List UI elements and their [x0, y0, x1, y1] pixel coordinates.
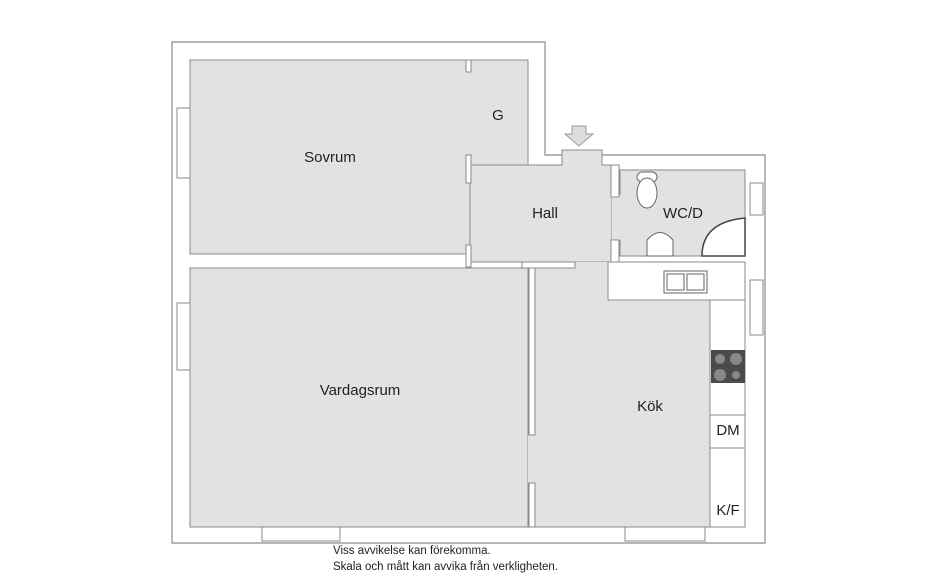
- label-fridge: K/F: [716, 502, 739, 519]
- window: [176, 107, 191, 179]
- wall-wc: [610, 164, 620, 198]
- label-dishwasher: DM: [716, 422, 739, 439]
- room-vardagsrum: [189, 267, 529, 528]
- label-hall: Hall: [532, 205, 558, 222]
- label-vardagsrum: Vardagsrum: [320, 382, 401, 399]
- shower-icon: [701, 217, 746, 257]
- sink-icon: [663, 270, 708, 294]
- label-sovrum: Sovrum: [304, 149, 356, 166]
- wall-kitchen-living-lower: [528, 482, 536, 528]
- window: [749, 182, 764, 216]
- label-kok: Kök: [637, 398, 663, 415]
- stove-icon: [711, 350, 745, 383]
- disclaimer-line-1: Viss avvikelse kan förekomma.: [333, 545, 491, 557]
- label-closet: G: [492, 107, 504, 124]
- label-wc: WC/D: [663, 205, 703, 222]
- window: [749, 279, 764, 336]
- room-kok: [534, 267, 711, 528]
- washbasin-icon: [646, 232, 674, 257]
- disclaimer-line-2: Skala och mått kan avvika från verklighe…: [333, 561, 559, 573]
- window: [261, 526, 341, 542]
- entrance-arrow-icon: [563, 125, 595, 147]
- wall-closet-lower: [465, 154, 472, 184]
- wall-wc-lower: [610, 239, 620, 263]
- kitchen-counter-side: [709, 299, 746, 528]
- window: [176, 302, 191, 371]
- wall-stub: [521, 261, 576, 269]
- wall-closet: [465, 59, 472, 73]
- wall-kitchen-living: [528, 267, 536, 436]
- window: [624, 526, 706, 542]
- toilet-icon: [636, 171, 658, 209]
- wall-bedroom-hall: [465, 244, 472, 268]
